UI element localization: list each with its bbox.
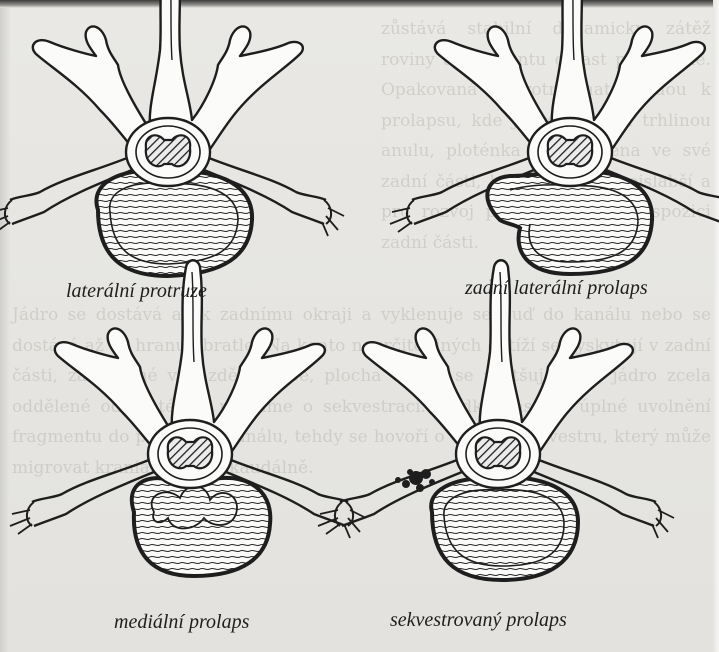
figure-sequestered-prolapse: [318, 260, 674, 580]
caption-posterior-lateral-prolapse: zadní laterální prolaps: [465, 277, 648, 300]
caption-sequestered-prolapse: sekvestrovaný prolaps: [390, 609, 567, 632]
figure-medial-prolapse: [10, 260, 366, 576]
caption-lateral-protrusion: laterální protruze: [66, 280, 207, 303]
figure-posterior-lateral-prolapse: [390, 0, 719, 274]
figure-lateral-protrusion: [0, 0, 344, 276]
caption-medial-prolapse: mediální prolaps: [114, 611, 249, 634]
